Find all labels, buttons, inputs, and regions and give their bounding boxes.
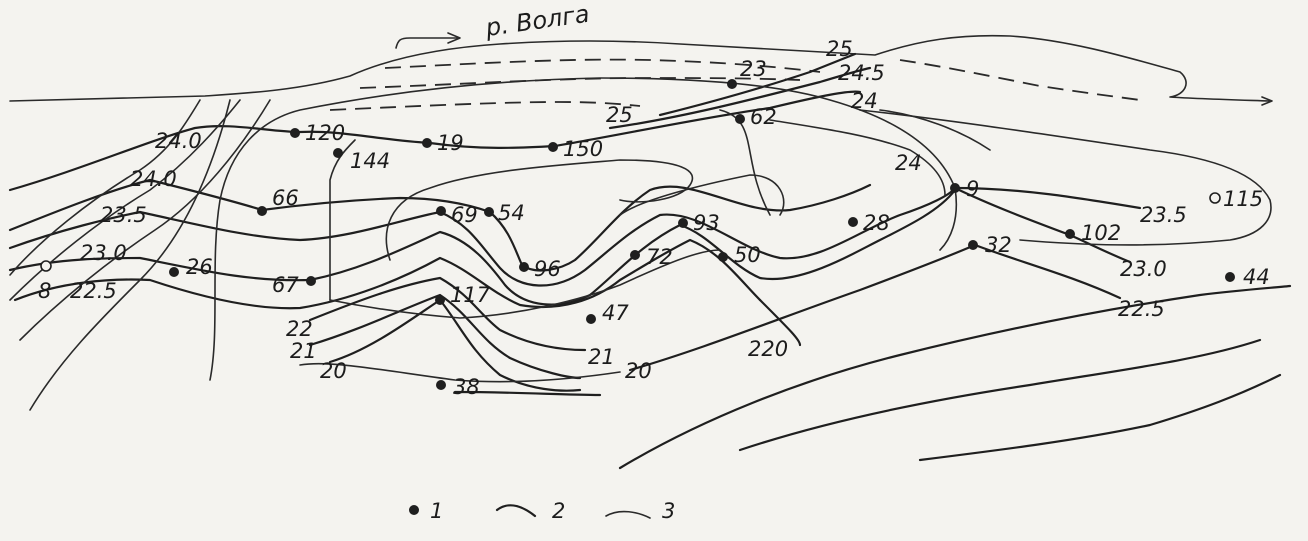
well-marker [257, 206, 267, 216]
well-label: 120 [305, 121, 345, 145]
well-label: 115 [1223, 187, 1263, 211]
contour-label: 23.0 [80, 241, 127, 265]
well-label: 69 [451, 203, 478, 227]
well-marker [436, 380, 446, 390]
well-marker [1225, 272, 1235, 282]
well-label: 67 [272, 273, 299, 297]
contour-label: 21 [290, 339, 317, 363]
well-label: 8 [38, 279, 51, 303]
well-marker [290, 128, 300, 138]
well-marker [848, 217, 858, 227]
well-marker [436, 206, 446, 216]
well-marker [1065, 229, 1075, 239]
river-banks [9, 34, 1273, 106]
well-marker [306, 276, 316, 286]
well-label: 50 [734, 243, 761, 267]
well-label: 220 [748, 337, 788, 361]
well-marker [40, 260, 52, 272]
legend: 1 2 3 [409, 499, 675, 523]
well-label: 72 [646, 245, 673, 269]
contour-label: 22.5 [70, 279, 117, 303]
contour-label: 24 [851, 89, 878, 113]
well-marker [630, 250, 640, 260]
well-marker [435, 295, 445, 305]
well-marker [735, 114, 745, 124]
well-label: 93 [693, 211, 720, 235]
river-name-label: р. Волга [483, 0, 591, 42]
contour-label: 22.5 [1118, 297, 1165, 321]
contour-label: 22 [286, 317, 313, 341]
wells: 120 144 19 150 23 62 66 69 54 96 93 72 5… [38, 57, 1270, 399]
contour-label: 23.0 [1120, 257, 1167, 281]
well-label: 102 [1081, 221, 1121, 245]
well-marker [1209, 192, 1221, 204]
well-label: 96 [534, 257, 561, 281]
well-marker [586, 314, 596, 324]
well-label: 66 [272, 186, 299, 210]
legend-key-3: 3 [662, 499, 675, 523]
well-marker [678, 218, 688, 228]
well-marker [548, 142, 558, 152]
well-marker [718, 252, 728, 262]
well-marker [519, 262, 529, 272]
legend-thin-curve-symbol [605, 510, 651, 519]
well-marker [484, 207, 494, 217]
contour-labels: 25 24.5 24 25 24.0 24.0 23.5 23.0 22.5 2… [70, 37, 1187, 383]
well-marker [169, 267, 179, 277]
well-label: 19 [437, 131, 464, 155]
contour-label: 24.0 [130, 167, 177, 191]
well-label: 44 [1243, 265, 1270, 289]
contour-label: 21 [588, 345, 615, 369]
contour-label: 25 [826, 37, 853, 61]
well-marker [333, 148, 343, 158]
contour-label: 20 [625, 359, 652, 383]
well-label: 62 [750, 105, 777, 129]
legend-well-symbol [409, 505, 419, 515]
well-label: 54 [498, 201, 525, 225]
well-label: 47 [602, 301, 629, 325]
contour-label: 24.0 [155, 129, 202, 153]
river-flow-arrow [395, 32, 461, 49]
well-label: 32 [985, 233, 1012, 257]
well-marker [727, 79, 737, 89]
well-marker [968, 240, 978, 250]
well-label: 38 [453, 375, 480, 399]
well-label: 9 [966, 177, 979, 201]
contour-label: 23.5 [100, 203, 147, 227]
contour-label: 23.5 [1140, 203, 1187, 227]
contour-label: 24.5 [838, 61, 885, 85]
legend-key-2: 2 [552, 499, 565, 523]
well-label: 144 [350, 149, 390, 173]
water-level-isolines [8, 52, 1292, 470]
well-label: 23 [740, 57, 767, 81]
contour-label: 25 [606, 103, 633, 127]
well-marker [422, 138, 432, 148]
well-label: 117 [450, 283, 491, 307]
well-label: 28 [863, 211, 890, 235]
legend-thick-curve-symbol [495, 504, 537, 518]
contour-label: 20 [320, 359, 347, 383]
legend-key-1: 1 [430, 499, 443, 523]
contour-label: 24 [895, 151, 922, 175]
well-marker [950, 183, 960, 193]
outline-curves [9, 77, 1272, 411]
well-label: 150 [563, 137, 603, 161]
well-label: 26 [186, 255, 213, 279]
